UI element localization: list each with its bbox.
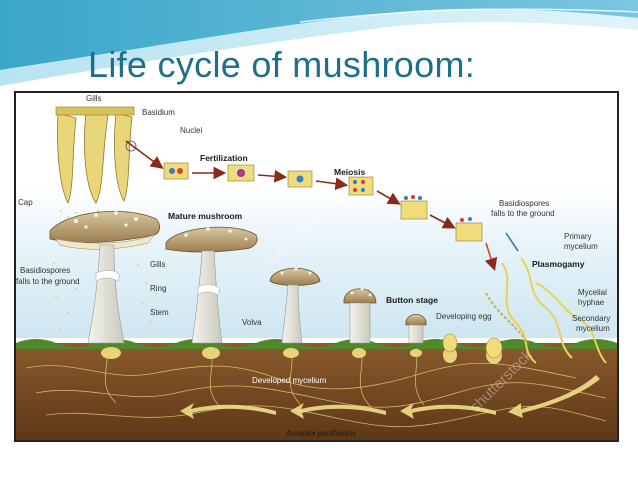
label-gills: Gills — [150, 260, 166, 269]
grass — [16, 339, 617, 349]
developing-eggs — [442, 333, 503, 359]
label-basidiospores-left-line2: falls to the ground — [16, 277, 80, 286]
label-volva: Volva — [242, 318, 262, 327]
label-gills-top: Gills — [86, 94, 102, 103]
mature-mushroom — [49, 210, 160, 344]
lifecycle-diagram: shutterstock shutterstock shutterstock G… — [14, 91, 619, 442]
lifecycle-illustration: shutterstock shutterstock shutterstock G… — [16, 94, 617, 440]
label-basidium: Basidium — [142, 108, 175, 117]
label-fertilization: Fertilization — [200, 153, 248, 163]
label-species: Amanita pantherina — [285, 429, 356, 438]
label-mycelial-hyphae-line1: Mycelial — [578, 288, 607, 297]
label-primary-mycelium-line2: mycelium — [564, 242, 598, 251]
mushroom-stage-3 — [269, 267, 321, 344]
mushroom-stage-2 — [165, 226, 258, 344]
label-developed-mycelium: Developed mycelium — [252, 376, 327, 385]
mushroom-stage-5 — [405, 314, 427, 344]
basidia-stages — [125, 140, 519, 272]
label-cap: Cap — [18, 198, 33, 207]
label-stem: Stem — [150, 308, 169, 317]
label-meiosis: Meiosis — [334, 167, 365, 177]
slide-title: Life cycle of mushroom: — [88, 44, 476, 85]
mushroom-stage-4 — [343, 287, 377, 344]
label-basidiospores-left-line1: Basidiospores — [20, 266, 70, 275]
header-wave-dark — [0, 0, 638, 70]
label-primary-mycelium-line1: Primary — [564, 232, 592, 241]
label-nuclei: Nuclei — [180, 126, 202, 135]
soil — [16, 343, 617, 440]
label-plasmogamy: Plasmogamy — [532, 259, 585, 269]
header-wave-line — [299, 8, 638, 23]
label-basidiospores-right-line2: falls to the ground — [491, 209, 555, 218]
mycelium-arrows — [180, 375, 600, 419]
label-ring: Ring — [150, 284, 166, 293]
label-button-stage: Button stage — [386, 295, 438, 305]
label-mature-mushroom: Mature mushroom — [168, 211, 243, 221]
label-mycelial-hyphae-line2: hyphae — [578, 298, 605, 307]
header-wave-light — [0, 8, 638, 86]
primary-mycelium-strands — [485, 257, 607, 364]
label-secondary-mycelium-line1: Secondary — [572, 314, 610, 323]
label-basidiospores-right-line1: Basidiospores — [499, 199, 549, 208]
gills-cross-section — [55, 106, 137, 226]
label-secondary-mycelium-line2: mycelium — [576, 324, 610, 333]
label-developing-egg: Developing egg — [436, 312, 492, 321]
